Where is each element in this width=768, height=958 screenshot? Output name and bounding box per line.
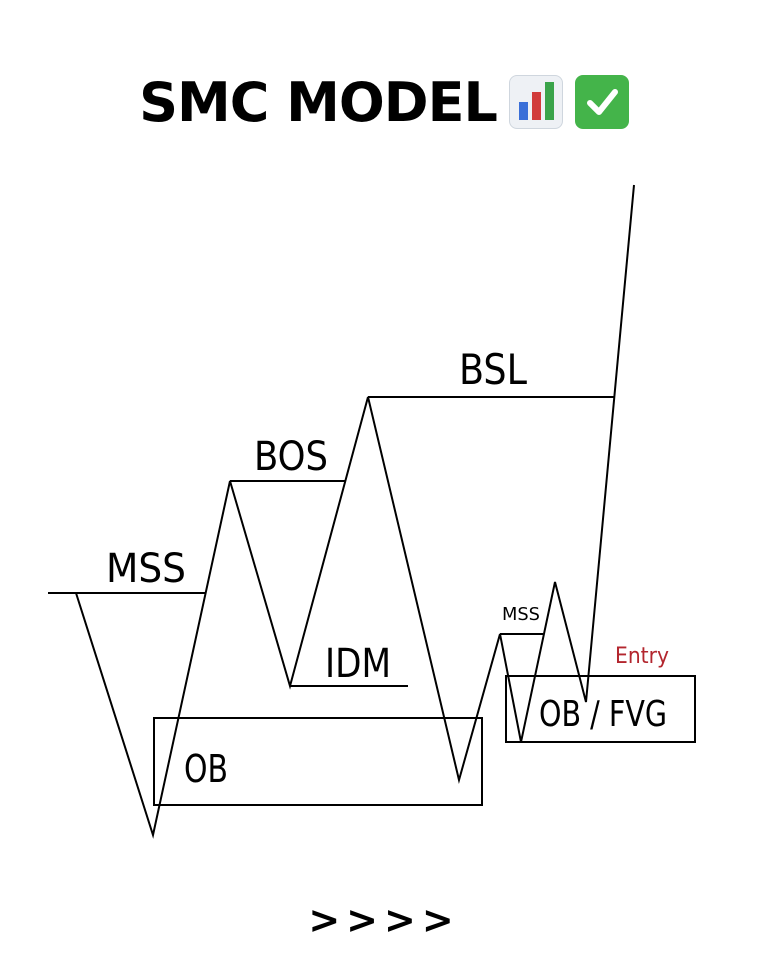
bar-chart-icon	[508, 75, 563, 129]
title-row: SMC MODEL	[0, 62, 768, 142]
bos-label: BOS	[254, 434, 328, 480]
ob-box	[153, 717, 483, 806]
ob-fvg-box	[505, 675, 696, 743]
mss-small-label: MSS	[502, 604, 540, 625]
page-title: SMC MODEL	[139, 70, 498, 134]
price-path	[48, 184, 635, 839]
mss-label: MSS	[106, 546, 186, 592]
footer-arrows: >>>>	[308, 898, 460, 942]
ob-fvg-label: OB / FVG	[539, 694, 667, 735]
idm-label: IDM	[325, 641, 391, 687]
bsl-label: BSL	[459, 345, 528, 394]
check-mark-icon	[574, 75, 629, 129]
entry-label: Entry	[615, 644, 669, 669]
ob-label: OB	[184, 747, 228, 791]
